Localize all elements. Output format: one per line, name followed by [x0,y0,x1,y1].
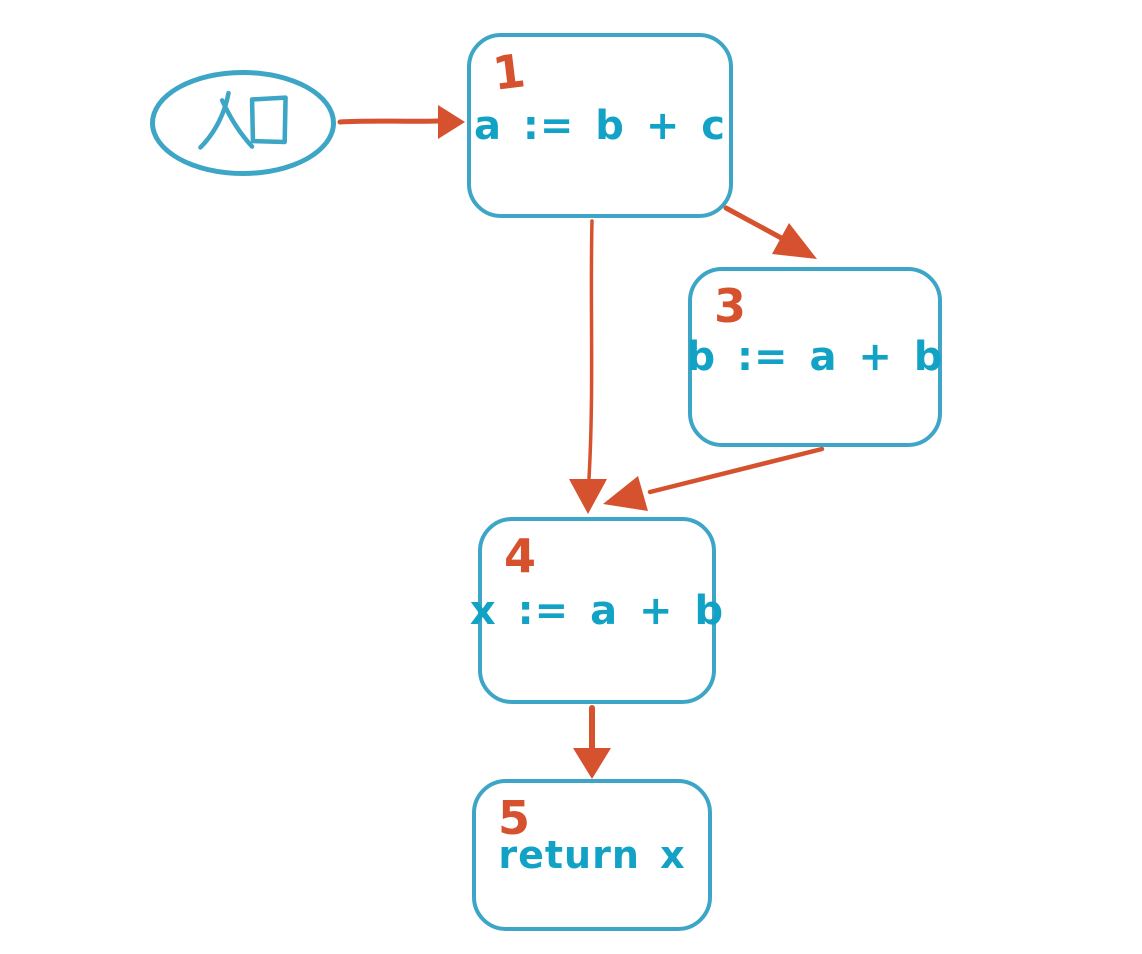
node-label: x := a + b [469,587,725,634]
node-number: 3 [714,279,747,333]
edge-1-to-4 [569,219,607,514]
edge-entry-to-1 [337,105,465,139]
glyph-kou-stroke [249,95,288,145]
node-block-1: 1 a := b + c [467,33,733,218]
node-number: 5 [498,791,531,845]
node-block-4: 4 x := a + b [469,517,725,704]
edge-line [723,205,788,243]
node-label: b := a + b [686,334,944,380]
arrowhead-icon [438,105,465,139]
edge-1-to-3 [723,205,817,259]
node-label: a := b + c [473,102,727,149]
glyph-ru-stroke [198,90,231,150]
node-block-5: 5 return x [472,779,712,931]
edge-line [647,446,825,495]
arrowhead-icon [603,476,648,511]
entry-node: 入口 [150,70,336,176]
arrowhead-icon [772,223,817,259]
node-block-3: 3 b := a + b [686,267,944,447]
edge-line [337,118,441,125]
entry-label-glyphs [198,90,288,150]
node-number: 4 [504,529,537,583]
glyph-ru-stroke [219,98,255,149]
node-label: return x [498,833,686,877]
edge-3-to-4 [603,446,825,511]
arrowhead-icon [569,479,607,514]
edge-4-to-5 [573,705,611,779]
edge-line [587,219,594,480]
arrowhead-icon [573,748,611,779]
